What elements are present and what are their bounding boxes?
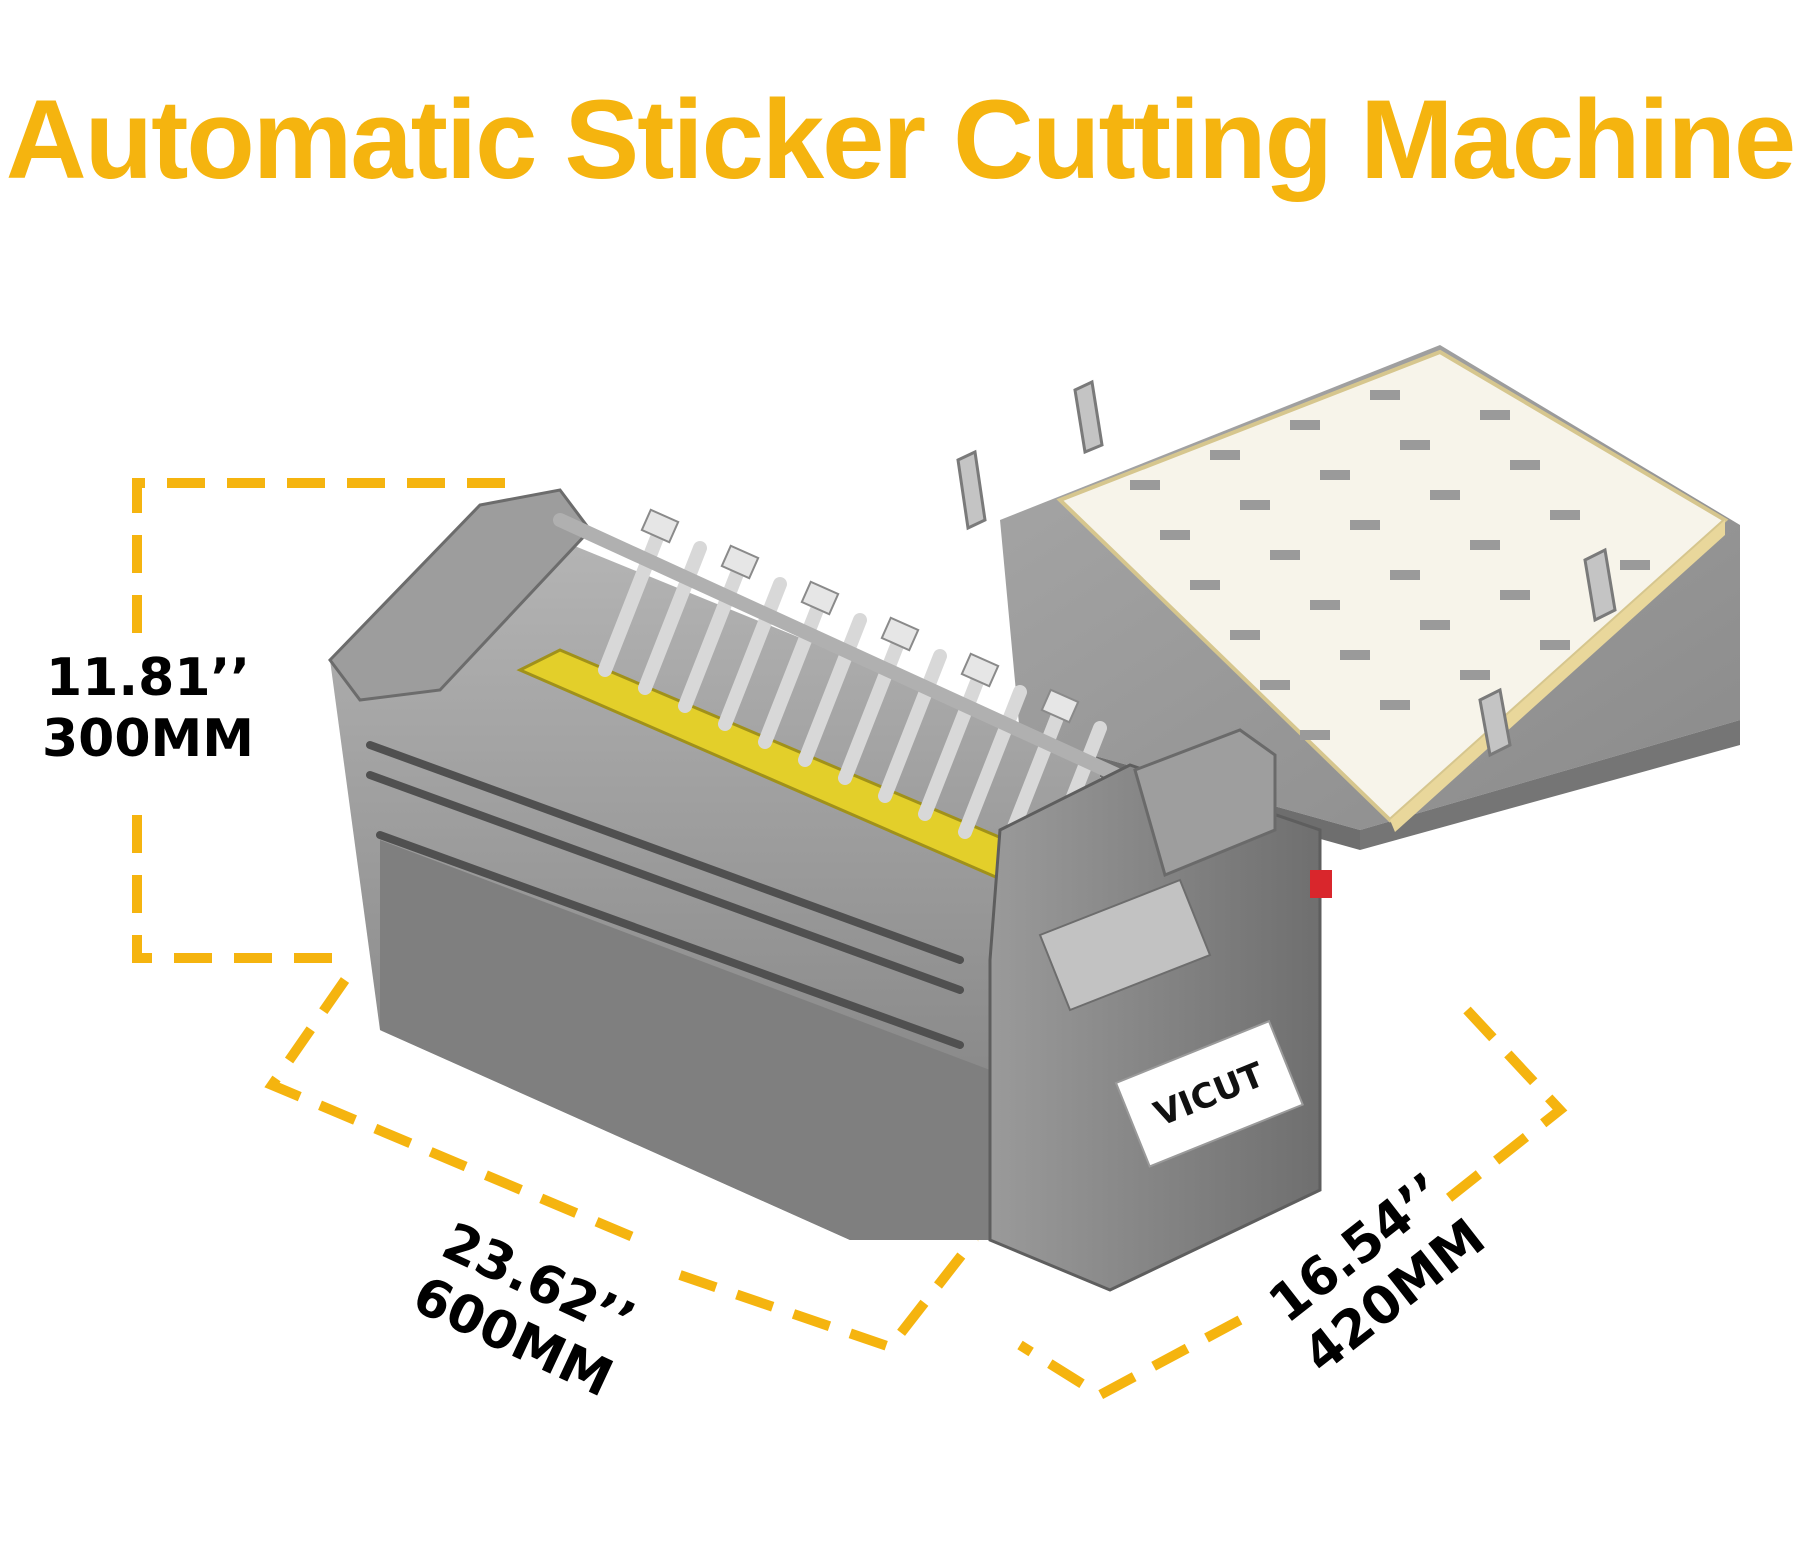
height-guide (132, 478, 505, 633)
dimension-guides (132, 478, 1568, 1401)
width-guide (264, 977, 642, 1245)
height-dimension-label: 11.81’’ 300MM (42, 648, 254, 771)
page-title: Automatic Sticker Cutting Machine (5, 77, 1796, 202)
power-switch (1310, 870, 1332, 898)
depth-guide (1436, 1006, 1568, 1209)
side-guides (956, 379, 1617, 758)
brand-plate: VICUT (1114, 1019, 1305, 1168)
depth-guide-lower (1017, 1315, 1243, 1401)
machine-body: VICUT (328, 488, 1332, 1292)
width-guide-lower (678, 1234, 979, 1353)
height-guide-lower (132, 815, 350, 963)
sticker-sheet (1056, 349, 1729, 832)
height-mm: 300MM (42, 709, 255, 770)
height-inch: 11.81’’ (46, 648, 251, 708)
